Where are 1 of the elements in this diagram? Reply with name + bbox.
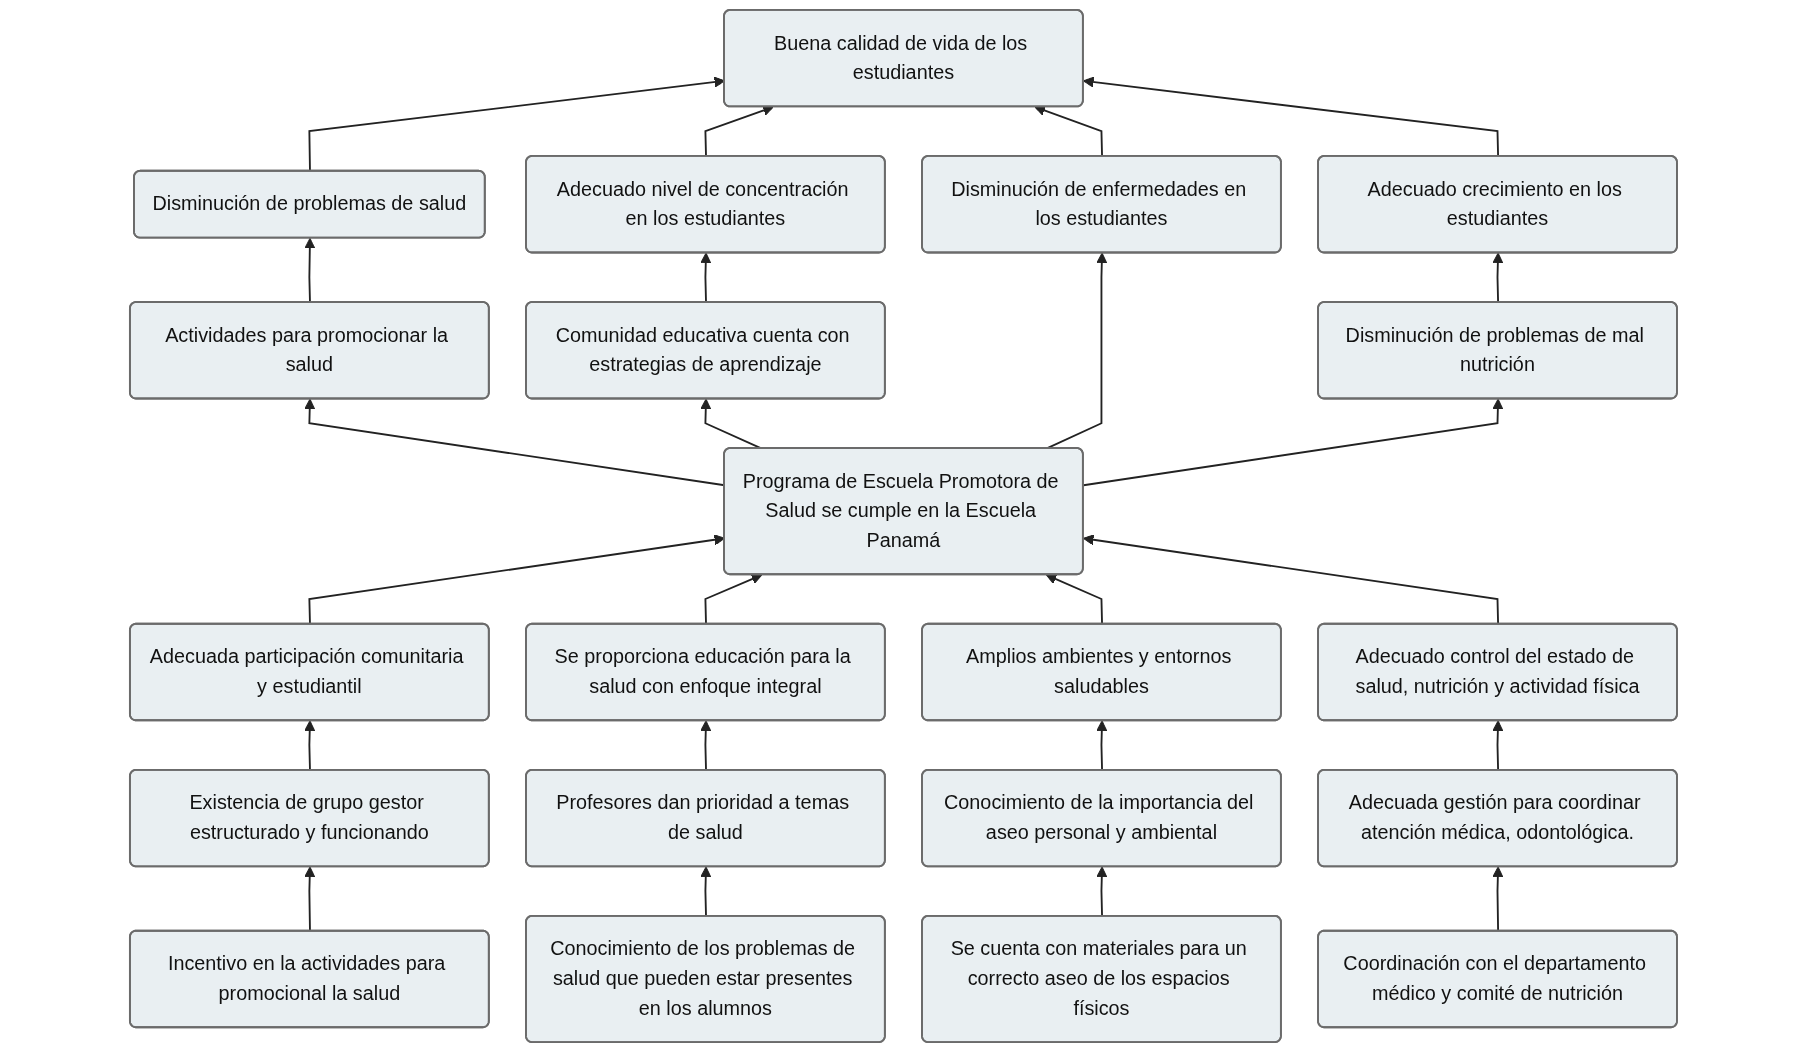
arrow xyxy=(1082,398,1504,487)
